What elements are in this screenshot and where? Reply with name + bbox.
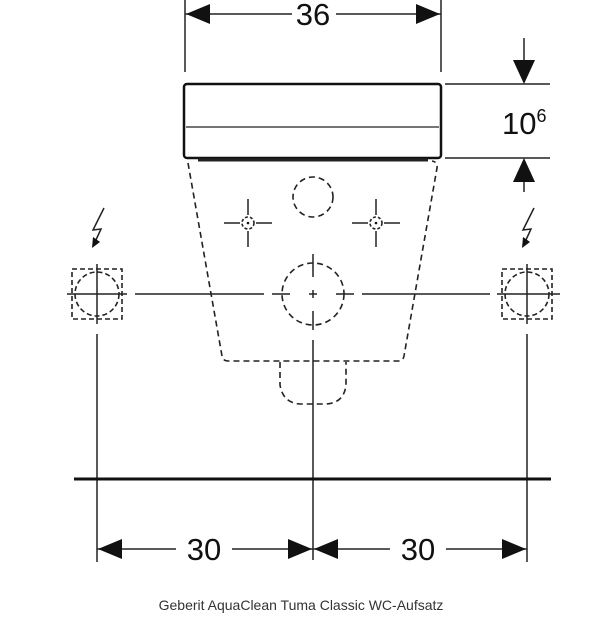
center-lines [135, 254, 490, 560]
electrical-socket-left [67, 207, 127, 562]
width-label: 36 [296, 0, 330, 32]
height-label: 106 [502, 106, 547, 141]
wc-attachment-body [182, 82, 443, 162]
width-dimension: 36 [184, 0, 442, 72]
caption: Geberit AquaClean Tuma Classic WC-Aufsat… [158, 597, 444, 613]
left-distance-label: 30 [187, 532, 221, 567]
right-distance-label: 30 [401, 532, 435, 567]
electrical-socket-right [497, 207, 560, 562]
height-dimension: 106 [445, 38, 550, 192]
bottom-dimensions: 30 30 [97, 532, 527, 567]
